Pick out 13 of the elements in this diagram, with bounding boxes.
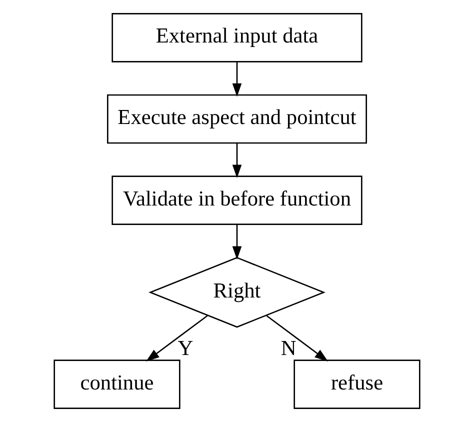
edge-label: Y [178,336,194,360]
arrow [232,224,242,260]
arrow [266,315,328,362]
arrow [146,315,208,362]
node-box: Validate in before function [112,176,362,225]
node-box: refuse [294,360,420,409]
arrow [232,143,242,178]
arrow [232,62,242,97]
node-box: Execute aspect and pointcut [107,94,367,144]
node-box: continue [54,360,180,409]
node-box: External input data [112,13,362,62]
node-diamond: Right [148,256,326,328]
edge-label: N [280,336,296,360]
